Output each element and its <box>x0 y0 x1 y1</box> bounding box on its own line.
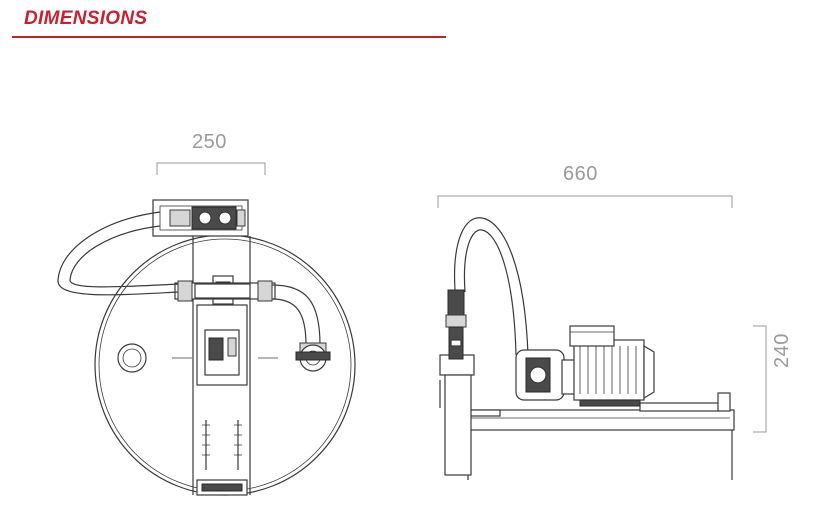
dimension-label-length: 660 <box>563 163 598 185</box>
nozzle-side <box>445 289 467 360</box>
pump-bracket-side <box>439 354 475 476</box>
motor-housing <box>573 339 645 401</box>
hose-side <box>453 217 529 356</box>
suction-fitting <box>295 342 331 372</box>
dimension-label-width: 250 <box>192 131 227 153</box>
nozzle-bracket <box>152 199 249 237</box>
title-underline <box>12 36 446 38</box>
dimension-line-height <box>753 325 767 433</box>
top-view-drawing <box>57 199 356 496</box>
bung-opening <box>117 343 147 373</box>
dimension-line-width <box>156 162 266 175</box>
side-view-drawing <box>439 217 735 480</box>
mounting-plate <box>192 236 251 496</box>
dimension-line-length <box>437 195 733 208</box>
pipe-fittings <box>174 280 276 302</box>
hose-outlet <box>57 211 179 296</box>
terminal-box <box>569 325 615 347</box>
pump-motor-side <box>515 325 655 407</box>
hose-suction <box>271 284 321 346</box>
section-title: DIMENSIONS <box>24 8 148 29</box>
